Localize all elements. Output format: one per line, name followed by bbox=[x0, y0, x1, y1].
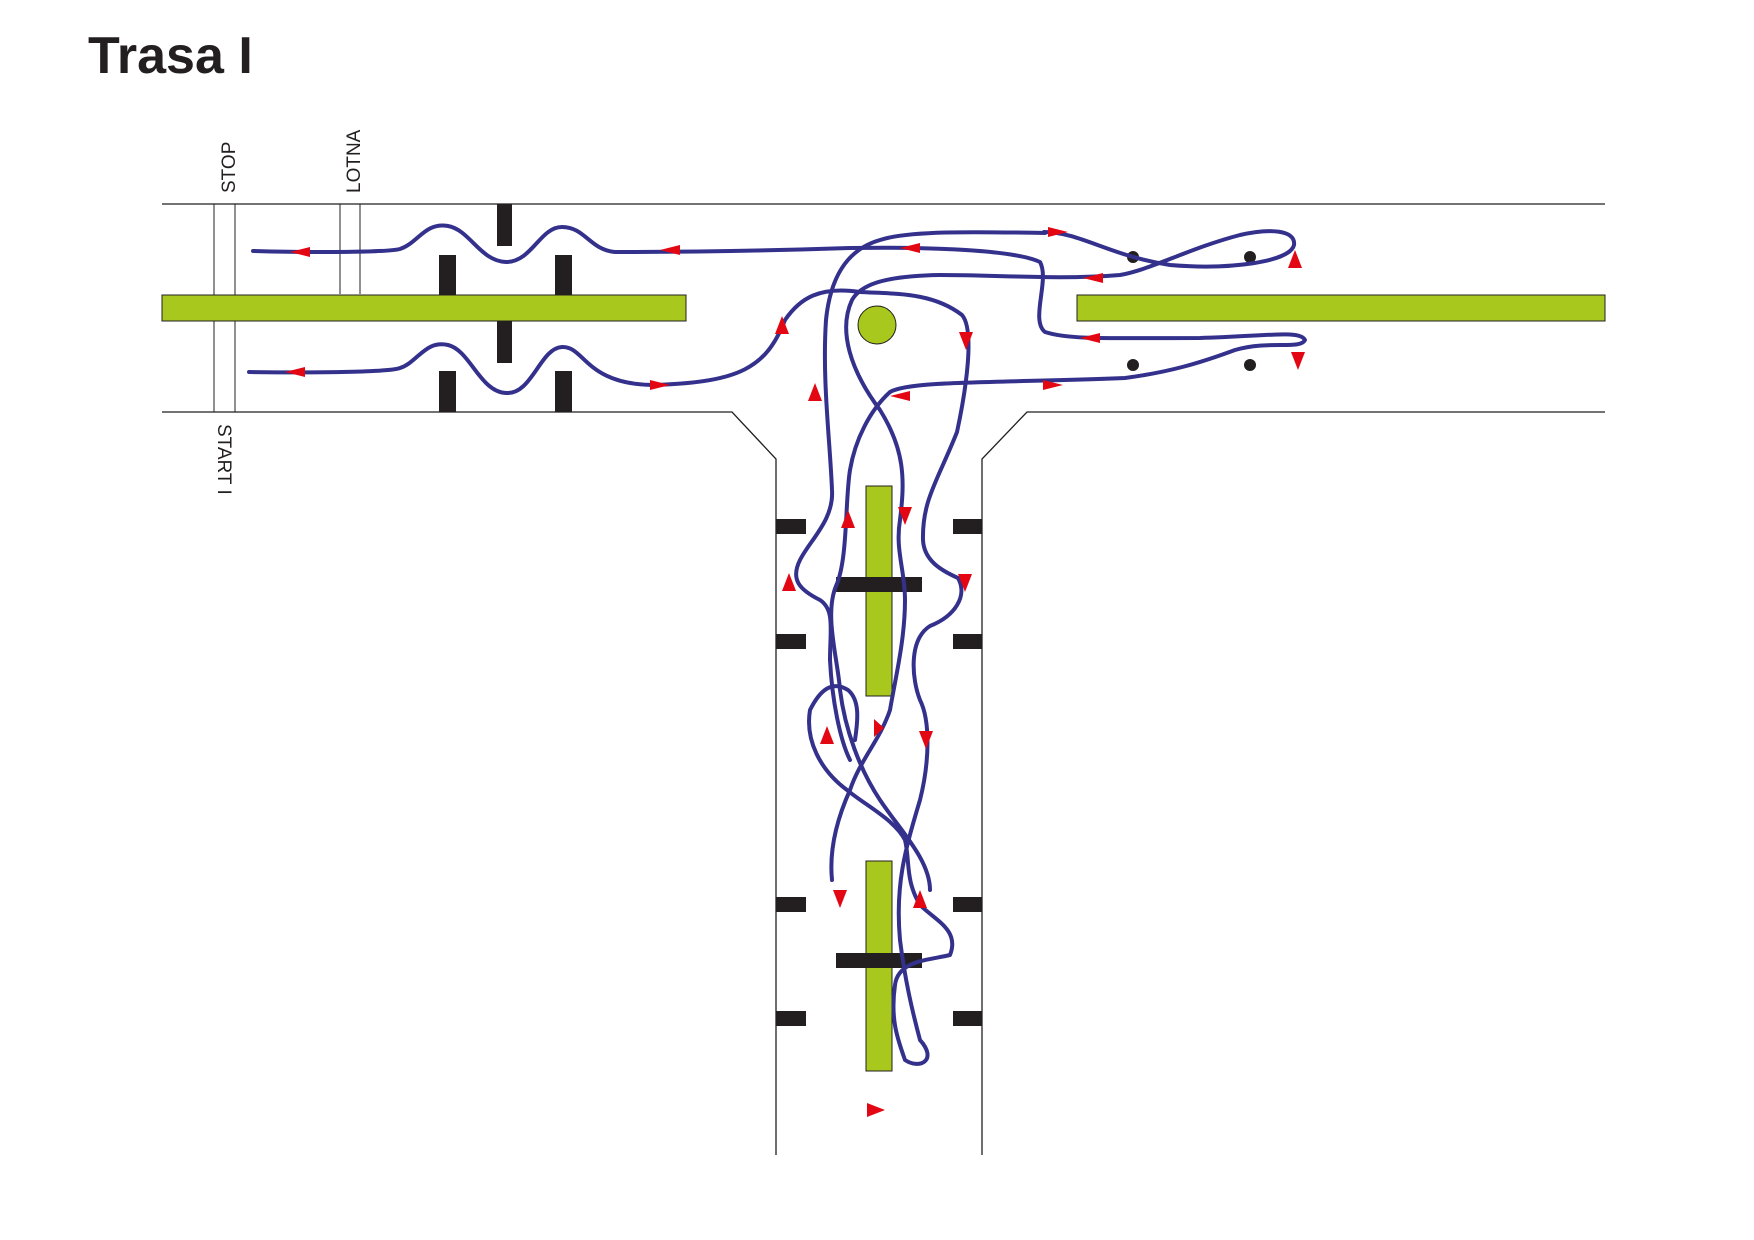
arrow-marker bbox=[285, 367, 305, 377]
arrow-marker bbox=[1083, 273, 1103, 283]
arrow-marker bbox=[290, 247, 310, 257]
post bbox=[953, 897, 982, 912]
post bbox=[439, 371, 456, 412]
arrow-marker bbox=[808, 383, 822, 401]
arrow-marker bbox=[898, 507, 912, 525]
arrow-marker bbox=[660, 245, 680, 255]
arrow-marker bbox=[867, 1103, 885, 1117]
post bbox=[497, 321, 512, 363]
arrow-marker bbox=[841, 510, 855, 528]
arrow-marker bbox=[1043, 380, 1063, 390]
route-segment bbox=[251, 223, 1307, 892]
arrow-marker bbox=[1288, 250, 1302, 268]
post bbox=[776, 1011, 806, 1026]
arrow-marker bbox=[782, 573, 796, 591]
route-segment bbox=[829, 229, 1297, 882]
left-median bbox=[161, 294, 687, 322]
post bbox=[555, 255, 572, 295]
post bbox=[953, 1011, 982, 1026]
arrow-marker bbox=[650, 380, 670, 390]
road-bottom-right-edge bbox=[981, 411, 1605, 1155]
arrow-marker bbox=[833, 890, 847, 908]
cone-dot bbox=[1244, 359, 1256, 371]
arrow-marker bbox=[820, 726, 834, 744]
post bbox=[439, 255, 456, 295]
arrow-marker bbox=[1048, 227, 1068, 237]
arrow-marker bbox=[913, 890, 927, 908]
arrow-marker bbox=[900, 243, 920, 253]
post bbox=[555, 371, 572, 412]
route-segment bbox=[247, 288, 971, 1066]
arrow-marker bbox=[775, 316, 789, 334]
direction-arrows bbox=[285, 227, 1305, 1117]
stop-label: STOP bbox=[219, 142, 240, 193]
post bbox=[953, 634, 982, 649]
arrow-marker bbox=[958, 574, 972, 592]
route-path bbox=[247, 223, 1307, 1066]
page-title: Trasa I bbox=[88, 27, 253, 85]
post bbox=[776, 897, 806, 912]
arrow-marker bbox=[959, 332, 973, 350]
post bbox=[497, 204, 512, 246]
start-label: START I bbox=[213, 424, 234, 495]
road-bottom-left-edge bbox=[162, 411, 777, 1155]
post bbox=[776, 634, 806, 649]
lotna-label: LOTNA bbox=[344, 129, 365, 193]
arrow-marker bbox=[919, 731, 933, 749]
route-segment bbox=[794, 230, 1047, 762]
arrow-marker bbox=[1080, 333, 1100, 343]
cone-dot bbox=[1244, 251, 1256, 263]
post bbox=[776, 519, 806, 534]
right-median bbox=[1076, 294, 1606, 322]
post bbox=[953, 519, 982, 534]
post bbox=[836, 577, 922, 592]
arrow-marker bbox=[1291, 352, 1305, 370]
arrow-marker bbox=[890, 391, 910, 401]
cone-dot bbox=[1127, 359, 1139, 371]
arrow-marker bbox=[874, 719, 884, 737]
roundabout-island bbox=[857, 305, 897, 345]
